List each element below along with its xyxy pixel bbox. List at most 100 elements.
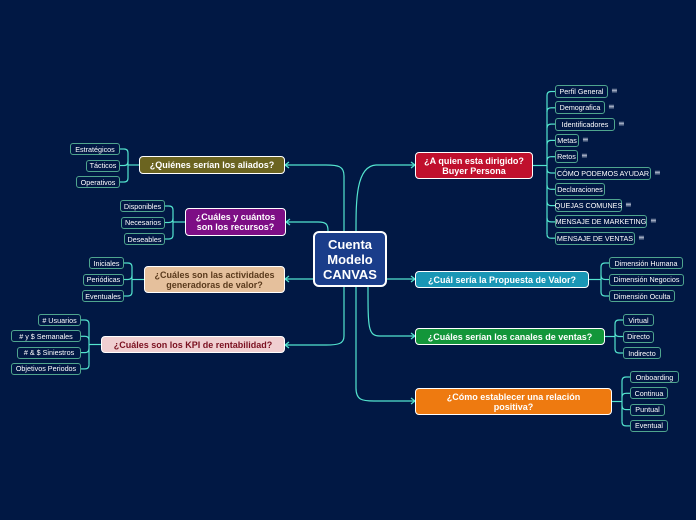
leaf-label: Disponibles <box>123 201 162 211</box>
note-icon[interactable]: ≡ <box>611 86 618 95</box>
connector-curve <box>168 218 174 224</box>
leaf-kpi-1[interactable]: # y $ Semanales <box>11 330 81 343</box>
leaf-label: Identificadores <box>561 119 609 129</box>
leaf-valor-1[interactable]: Dimensión Negocios <box>609 273 684 286</box>
leaf-buyer-1[interactable]: Demografica <box>555 101 605 115</box>
connector-curve <box>546 123 552 129</box>
connector-curve <box>284 341 290 349</box>
node-text-line: ¿A quien esta dirigido? <box>424 155 524 166</box>
leaf-valor-2[interactable]: Dimensión Oculta <box>609 290 675 302</box>
topic-canales-text: ¿Cuáles serían los canales de ventas? <box>428 332 593 342</box>
leaf-buyer-5[interactable]: CÓMO PODEMOS AYUDAR <box>555 166 651 180</box>
leaf-kpi-0[interactable]: # Usuarios <box>38 314 81 326</box>
leaf-label: Continua <box>634 388 664 398</box>
leaf-label: Onboarding <box>635 372 674 382</box>
leaf-label: Periódicas <box>86 275 121 284</box>
leaf-label: Deseables <box>127 234 162 244</box>
leaf-label: MENSAJE DE VENTAS <box>556 233 634 243</box>
leaf-buyer-6[interactable]: Declaraciones <box>555 182 605 196</box>
leaf-label: Virtual <box>628 315 649 325</box>
leaf-buyer-3[interactable]: Metas <box>555 133 579 147</box>
connector-curve <box>355 287 375 402</box>
leaf-recursos-0[interactable]: Disponibles <box>120 200 165 212</box>
connector-curve <box>600 275 606 281</box>
connector-curve <box>621 405 627 411</box>
note-icon[interactable]: ≡ <box>650 216 657 226</box>
node-text-line: ¿Cuáles son las actividades <box>154 269 275 280</box>
connector-curve <box>168 234 174 240</box>
leaf-recursos-2[interactable]: Deseables <box>124 233 165 245</box>
leaf-buyer-8[interactable]: MENSAJE DE MARKETING <box>555 215 647 229</box>
connector-curve <box>84 348 90 354</box>
leaf-aliados-0[interactable]: Estratégicos <box>70 143 120 155</box>
leaf-buyer-4[interactable]: Retos <box>555 150 578 164</box>
connector-curve <box>168 205 174 211</box>
leaf-canales-0[interactable]: Virtual <box>623 314 654 326</box>
leaf-aliados-1[interactable]: Tácticos <box>86 159 120 172</box>
leaf-buyer-9[interactable]: MENSAJE DE VENTAS <box>555 231 635 245</box>
topic-buyer[interactable]: ¿A quien esta dirigido?Buyer Persona <box>415 152 533 179</box>
leaf-label: Puntual <box>635 405 660 415</box>
leaf-kpi-3[interactable]: Objetivos Periodos <box>11 362 81 375</box>
leaf-recursos-1[interactable]: Necesarios <box>121 216 165 229</box>
connector-curve <box>123 177 129 183</box>
note-icon[interactable]: ≡ <box>625 200 632 210</box>
leaf-buyer-2[interactable]: Identificadores <box>555 117 615 131</box>
leaf-relacion-1[interactable]: Continua <box>630 387 668 400</box>
connector-curve <box>614 348 620 354</box>
leaf-buyer-7[interactable]: QUEJAS COMUNES <box>555 199 622 213</box>
note-icon[interactable]: ≡ <box>582 134 589 144</box>
leaf-label: Metas <box>557 135 577 145</box>
connector-curve <box>546 107 552 112</box>
topic-kpi[interactable]: ¿Cuáles son los KPI de rentabilidad? <box>101 336 285 353</box>
connector-curve <box>355 164 377 232</box>
leaf-label: Perfil General <box>559 87 604 96</box>
topic-aliados[interactable]: ¿Quiénes serían los aliados? <box>139 156 285 174</box>
connector-curve <box>127 275 133 281</box>
note-icon[interactable]: ≡ <box>618 118 625 128</box>
note-icon[interactable]: ≡ <box>581 151 588 161</box>
topic-aliados-text: ¿Quiénes serían los aliados? <box>150 160 275 170</box>
connector-curve <box>127 262 133 268</box>
topic-valor-text: ¿Cuál sería la Propuesta de Valor? <box>428 275 576 285</box>
leaf-aliados-2[interactable]: Operativos <box>76 176 120 188</box>
connector-curve <box>614 319 620 325</box>
note-icon[interactable]: ≡ <box>638 232 645 242</box>
leaf-actividades-1[interactable]: Periódicas <box>83 273 124 286</box>
leaf-relacion-3[interactable]: Eventual <box>630 419 668 432</box>
topic-valor[interactable]: ¿Cuál sería la Propuesta de Valor? <box>415 271 589 288</box>
node-text-line: positiva? <box>493 401 534 412</box>
connector-curve <box>325 164 345 231</box>
connector-curve <box>546 201 552 207</box>
connector-curve <box>546 234 552 239</box>
leaf-label: Retos <box>557 152 576 162</box>
note-icon[interactable]: ≡ <box>654 167 661 177</box>
leaf-valor-0[interactable]: Dimensión Humana <box>609 257 683 269</box>
connector-curve <box>600 262 606 268</box>
leaf-canales-2[interactable]: Indirecto <box>623 347 661 359</box>
node-text-line: Modelo <box>327 251 373 267</box>
leaf-actividades-0[interactable]: Iniciales <box>89 257 124 269</box>
topic-canales[interactable]: ¿Cuáles serían los canales de ventas? <box>415 328 605 345</box>
node-text-line: generadoras de valor? <box>166 279 263 290</box>
leaf-relacion-0[interactable]: Onboarding <box>630 371 679 383</box>
leaf-actividades-2[interactable]: Eventuales <box>82 290 124 302</box>
leaf-label: # y $ Semanales <box>19 331 73 341</box>
leaf-label: Indirecto <box>628 348 656 358</box>
leaf-kpi-2[interactable]: # & $ Siniestros <box>17 346 81 359</box>
leaf-label: Estratégicos <box>75 144 115 154</box>
leaf-relacion-2[interactable]: Puntual <box>630 403 665 416</box>
leaf-buyer-0[interactable]: Perfil General <box>555 85 608 98</box>
connector-curve <box>317 221 329 232</box>
connector-curve <box>127 291 133 297</box>
leaf-canales-1[interactable]: Directo <box>623 330 654 343</box>
leaf-label: Demografica <box>559 103 601 113</box>
note-icon[interactable]: ≡ <box>608 102 615 112</box>
